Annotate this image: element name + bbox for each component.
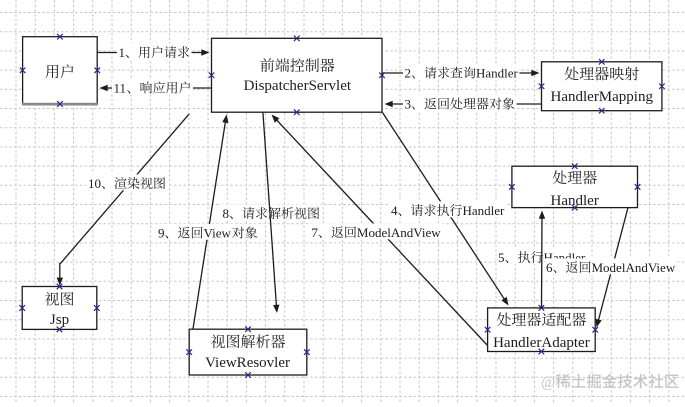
svg-text:HandlerAdapter: HandlerAdapter bbox=[493, 335, 590, 351]
svg-text:4: 4 bbox=[391, 203, 398, 218]
svg-text:@: @ bbox=[541, 374, 555, 391]
svg-text:3: 3 bbox=[405, 97, 412, 112]
svg-text:7: 7 bbox=[311, 225, 318, 240]
svg-text:10: 10 bbox=[88, 176, 101, 191]
svg-text:9: 9 bbox=[158, 226, 165, 241]
svg-text:ModelAndView: ModelAndView bbox=[357, 225, 441, 240]
svg-text:8: 8 bbox=[223, 206, 230, 221]
svg-text:5: 5 bbox=[498, 250, 505, 265]
svg-text:6: 6 bbox=[546, 260, 553, 275]
svg-text:Handler: Handler bbox=[551, 193, 599, 209]
svg-text:Handler: Handler bbox=[463, 203, 506, 218]
svg-text:HandlerMapping: HandlerMapping bbox=[551, 89, 654, 105]
svg-text:11: 11 bbox=[114, 81, 127, 96]
svg-text:ModelAndView: ModelAndView bbox=[592, 260, 676, 275]
svg-text:ViewResovler: ViewResovler bbox=[205, 355, 290, 371]
svg-text:View: View bbox=[204, 226, 232, 241]
svg-text:Handler: Handler bbox=[476, 66, 519, 81]
svg-text:2: 2 bbox=[405, 66, 412, 81]
svg-text:DispatcherServlet: DispatcherServlet bbox=[244, 78, 352, 94]
svg-text:Jsp: Jsp bbox=[50, 312, 69, 328]
svg-text:1: 1 bbox=[119, 45, 126, 60]
